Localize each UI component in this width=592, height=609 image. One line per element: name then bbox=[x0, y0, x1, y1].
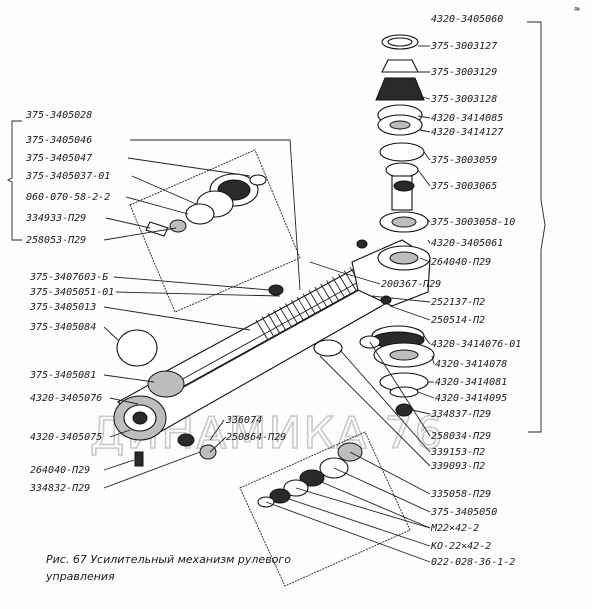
exploded-left-parts bbox=[145, 173, 267, 237]
thread-mark bbox=[267, 313, 281, 334]
group-bracket-right bbox=[527, 21, 546, 433]
label-375-3405037-01: 375-3405037-01 bbox=[25, 171, 110, 182]
right-side-parts bbox=[313, 325, 435, 417]
label-4320-3414095: 4320-3414095 bbox=[435, 393, 507, 404]
label-375-3405047: 375-3405047 bbox=[25, 153, 92, 164]
label-250864-p29: 250864-П29 bbox=[226, 432, 286, 443]
label-375-3405046: 375-3405046 bbox=[25, 135, 92, 146]
label-4320-3405060: 4320-3405060 bbox=[431, 14, 503, 25]
label-4320-3414081: 4320-3414081 bbox=[435, 377, 507, 388]
label-264040-p29-bottom: 264040-П29 bbox=[30, 465, 90, 476]
label-375-3405028: 375-3405028 bbox=[25, 110, 92, 121]
thread-mark bbox=[290, 300, 304, 321]
label-339093-p2: 339093-П2 bbox=[430, 461, 485, 472]
label-375-3405050: 375-3405050 bbox=[430, 507, 497, 518]
thread-mark bbox=[326, 280, 339, 301]
thread-mark bbox=[285, 303, 298, 324]
group-bracket-left bbox=[6, 120, 22, 241]
top-parts-stack bbox=[375, 34, 429, 233]
label-4320-3414076-01: 4320-3414076-01 bbox=[431, 339, 521, 350]
label-375-3407603-b: 375-3407603-Б bbox=[29, 272, 108, 283]
label-022-028-36-1-2: 022-028-36-1-2 bbox=[431, 557, 515, 568]
thread-mark bbox=[279, 306, 292, 328]
label-375-3003065: 375-3003065 bbox=[430, 181, 497, 192]
label-4320-3414127: 4320-3414127 bbox=[431, 127, 503, 138]
label-258034-p29: 258034-П29 bbox=[431, 431, 491, 442]
o-ring-large bbox=[116, 329, 158, 367]
label-375-3003129: 375-3003129 bbox=[430, 67, 497, 78]
thread-mark bbox=[302, 293, 316, 314]
label-334933-p29: 334933-П29 bbox=[25, 213, 86, 224]
leader-lines bbox=[103, 45, 435, 563]
label-060-070-58-2-2: 060-070-58-2-2 bbox=[26, 192, 110, 203]
thread-mark bbox=[255, 319, 269, 341]
label-375-3003058-10: 375-3003058-10 bbox=[430, 217, 515, 228]
thread-mark bbox=[314, 286, 328, 308]
figure-caption-line1: Рис. 67 Усилительный механизм рулевого bbox=[46, 553, 291, 566]
booster-housing bbox=[113, 263, 394, 441]
label-334837-p29: 334837-П29 bbox=[430, 409, 491, 420]
label-m22x42-2: М22×42-2 bbox=[430, 523, 479, 534]
label-250514-p2: 250514-П2 bbox=[431, 315, 485, 326]
thread-mark bbox=[261, 316, 275, 337]
thread-mark bbox=[337, 273, 351, 295]
label-252137-p2: 252137-П2 bbox=[431, 297, 485, 308]
label-336074: 336074 bbox=[225, 415, 262, 426]
thread-mark bbox=[308, 290, 322, 311]
label-335058-p29: 335058-П29 bbox=[430, 489, 491, 500]
thread-mark bbox=[320, 283, 334, 304]
label-4320-3414085: 4320-3414085 bbox=[431, 113, 503, 124]
valve-housing bbox=[351, 239, 431, 307]
label-375-3405013: 375-3405013 bbox=[29, 302, 96, 313]
label-375-3003128: 375-3003128 bbox=[430, 94, 497, 105]
label-4320-3414078: 4320-3414078 bbox=[435, 359, 507, 370]
label-375-3405081: 375-3405081 bbox=[29, 370, 96, 381]
thread-mark bbox=[296, 296, 310, 318]
label-4320-3405075: 4320-3405075 bbox=[30, 432, 102, 443]
label-ko-22x42-2: КО-22×42-2 bbox=[430, 541, 491, 552]
label-264040-p29-top: 264040-П29 bbox=[431, 257, 491, 268]
label-4320-3405076: 4320-3405076 bbox=[30, 393, 102, 404]
label-375-3003059: 375-3003059 bbox=[430, 155, 497, 166]
bottom-left-fasteners bbox=[134, 239, 392, 467]
corner-mark: ≈ bbox=[574, 4, 580, 15]
label-375-3405084: 375-3405084 bbox=[29, 322, 96, 333]
label-375-3003127: 375-3003127 bbox=[430, 41, 497, 52]
thread-mark bbox=[332, 276, 345, 298]
figure-caption-line2: управления bbox=[45, 570, 115, 583]
label-258053-p29: 258053-П29 bbox=[26, 235, 86, 246]
exploded-box-bottom bbox=[239, 431, 411, 587]
thread-mark bbox=[273, 309, 287, 331]
label-4320-3405061: 4320-3405061 bbox=[431, 238, 503, 249]
label-334832-p29: 334832-П29 bbox=[29, 483, 90, 494]
label-375-3405051-01: 375-3405051-01 bbox=[29, 287, 114, 298]
part-labels: 4320-3405060 375-3003127 375-3003129 375… bbox=[25, 14, 521, 568]
exploded-box-left bbox=[129, 149, 301, 313]
label-339153-p2: 339153-П2 bbox=[430, 447, 485, 458]
label-200367-p29: 200367-П29 bbox=[381, 279, 441, 290]
